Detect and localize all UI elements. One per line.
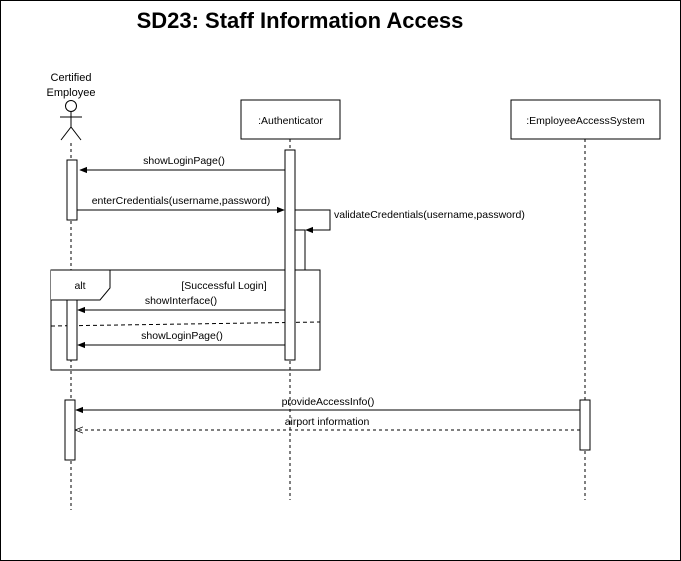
- message-validate-credentials: validateCredentials(username,password): [295, 209, 525, 234]
- activation-authenticator-self: [294, 229, 306, 271]
- actor-certified-employee: Certified Employee: [47, 72, 96, 141]
- message-label: showInterface(): [145, 295, 217, 307]
- message-label: enterCredentials(username,password): [92, 195, 271, 207]
- message-label: showLoginPage(): [143, 155, 225, 167]
- actor-label-line2: Employee: [47, 87, 96, 99]
- alt-guard-label: [Successful Login]: [181, 280, 266, 292]
- alt-fragment: alt [Successful Login]: [50, 269, 321, 371]
- activation-actor-1: [66, 159, 78, 221]
- lifeline-label-authenticator: :Authenticator: [258, 115, 323, 127]
- message-show-interface: showInterface(): [77, 295, 285, 314]
- activation-actor-3: [64, 399, 76, 461]
- message-provide-access-info: provideAccessInfo(): [75, 396, 580, 414]
- message-label: showLoginPage(): [141, 330, 223, 342]
- activation-employee-access-system: [579, 399, 591, 451]
- alt-operator-label: alt: [74, 280, 85, 292]
- stick-figure-actor-icon: [60, 100, 82, 141]
- message-label: validateCredentials(username,password): [334, 209, 525, 221]
- message-label: airport information: [285, 416, 370, 428]
- message-label: provideAccessInfo(): [282, 396, 375, 408]
- activation-authenticator: [284, 149, 296, 361]
- alt-separator: [50, 321, 321, 327]
- lifeline-head-employee-access-system: :EmployeeAccessSystem: [510, 99, 661, 140]
- message-show-login-page-2: showLoginPage(): [77, 330, 285, 349]
- message-airport-information: airport information: [76, 416, 580, 430]
- lifeline-label-employee-access-system: :EmployeeAccessSystem: [526, 115, 645, 127]
- activation-actor-2: [66, 299, 78, 361]
- diagram-title: SD23: Staff Information Access: [137, 8, 464, 33]
- message-show-login-page-1: showLoginPage(): [79, 155, 285, 174]
- lifeline-head-authenticator: :Authenticator: [240, 99, 341, 140]
- message-enter-credentials: enterCredentials(username,password): [77, 195, 285, 214]
- actor-label-line1: Certified: [51, 72, 92, 84]
